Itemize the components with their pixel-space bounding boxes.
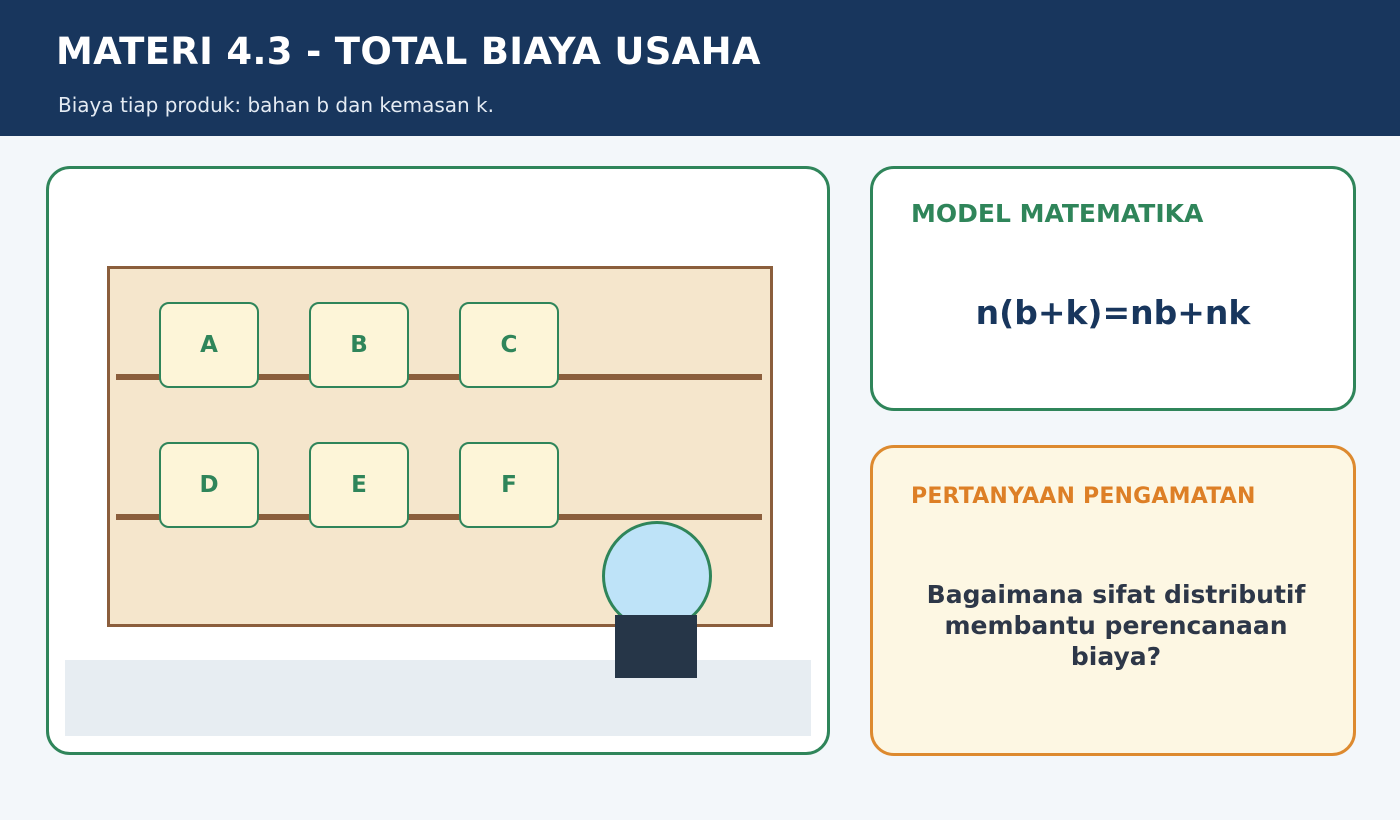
page-subtitle: Biaya tiap produk: bahan b dan kemasan k… [58,93,494,117]
product-box-d: D [159,442,259,528]
product-box-e: E [309,442,409,528]
math-model-card: MODEL MATEMATIKA n(b+k)=nb+nk [870,166,1356,411]
observation-question-heading: PERTANYAAN PENGAMATAN [911,484,1256,509]
shelf-plank-bottom [116,514,762,520]
product-box-f: F [459,442,559,528]
observation-question-text: Bagaimana sifat distributif membantu per… [926,580,1306,671]
header-banner: MATERI 4.3 - TOTAL BIAYA USAHA Biaya tia… [0,0,1400,136]
observation-question-card: PERTANYAAN PENGAMATAN Bagaimana sifat di… [870,445,1356,756]
math-model-heading: MODEL MATEMATIKA [911,199,1204,228]
shop-counter [65,660,811,736]
product-box-c: C [459,302,559,388]
page-title: MATERI 4.3 - TOTAL BIAYA USAHA [56,30,761,73]
shelf: A B C D E F [107,266,773,627]
product-box-b: B [309,302,409,388]
shelf-plank-top [116,374,762,380]
product-box-a: A [159,302,259,388]
shop-illustration-card: A B C D E F [46,166,830,755]
shopkeeper-body [615,615,697,678]
distributive-formula: n(b+k)=nb+nk [975,293,1251,332]
